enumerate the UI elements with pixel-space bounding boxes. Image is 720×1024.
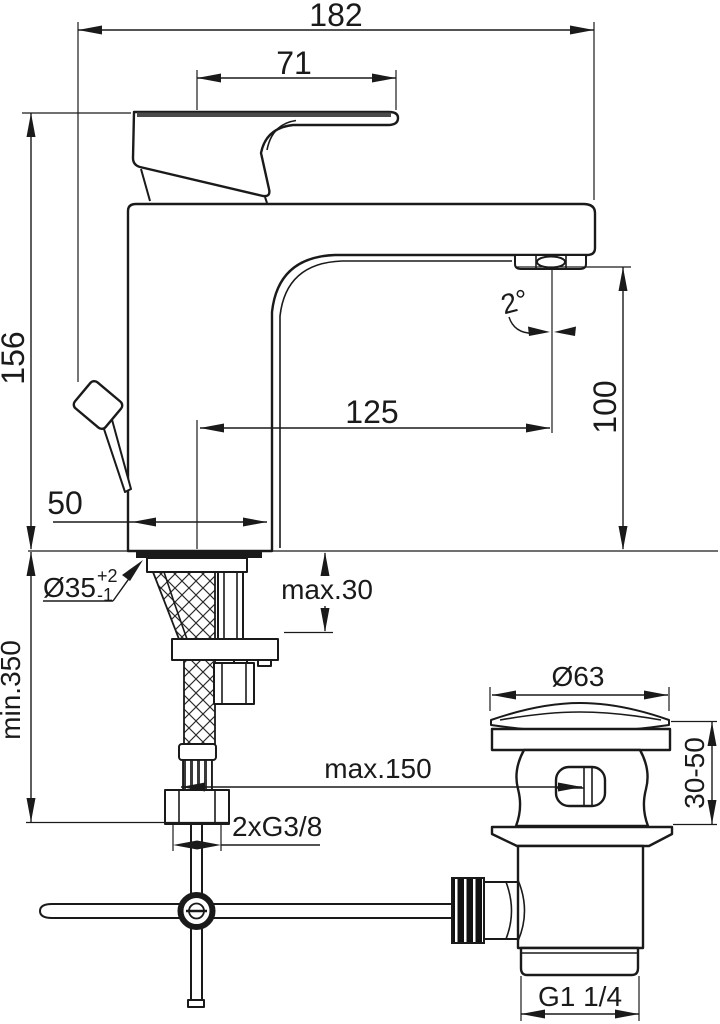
- waste-knurled-connector: [451, 877, 485, 944]
- handle-length-label: 71: [276, 45, 312, 81]
- handle-blade-inner-line: [266, 119, 297, 151]
- annotation-spout-angle: 2°: [498, 268, 576, 433]
- dimension-rod-reach: max.150: [181, 753, 582, 792]
- waste-tailpiece: [519, 946, 640, 977]
- waste-lower-body: [516, 844, 645, 950]
- mounting-hole-tol-lower: -1: [97, 585, 113, 605]
- mounting-stud: [217, 571, 244, 640]
- dimension-overall-height: 156: [0, 112, 131, 550]
- spout-height-label: 100: [587, 380, 623, 433]
- mounting-nut: [213, 662, 255, 705]
- annotation-mounting-hole: Ø35 +2 -1: [43, 560, 143, 605]
- dimension-hose-length: min.350: [0, 552, 228, 824]
- hose-collar: [178, 743, 217, 761]
- handle-neck-right: [264, 196, 268, 204]
- body-depth-label: 50: [47, 485, 83, 521]
- overall-width-label: 182: [309, 0, 362, 33]
- pop-up-knob: [72, 379, 124, 431]
- dimension-body-depth: 50: [47, 485, 267, 527]
- dimension-overall-width: 182: [77, 0, 595, 382]
- waste-outlet-thread-label: G1 1/4: [538, 981, 622, 1012]
- flange-notch-right: [257, 659, 272, 667]
- waste-flare-rim: [499, 711, 662, 721]
- handle-lever: [131, 110, 400, 198]
- spout-angle-label: 2°: [498, 283, 532, 320]
- handle-neck-left: [140, 168, 151, 202]
- deck-thickness-label: max.30: [281, 574, 373, 605]
- waste-flange-diameter-label: Ø63: [552, 661, 605, 692]
- dimension-supply-connection: 2xG3/8: [172, 811, 322, 851]
- dimension-handle-length: 71: [196, 45, 397, 110]
- dimension-spout-height: 100: [515, 266, 631, 550]
- mounting-hole-tol-upper: +2: [97, 566, 118, 586]
- hose-length-label: min.350: [0, 640, 26, 740]
- handle-top-strip: [137, 112, 391, 117]
- dimension-waste-outlet-thread: G1 1/4: [520, 976, 640, 1021]
- waste-upper-flange: [490, 727, 672, 752]
- overall-height-label: 156: [0, 331, 31, 384]
- faucet-body-inner-wall: [279, 260, 512, 548]
- aerator-outlet-oval: [536, 255, 566, 269]
- dimension-waste-flange-diameter: Ø63: [489, 661, 670, 711]
- hose-hex-fitting: [164, 789, 230, 825]
- spout-reach-label: 125: [345, 394, 398, 430]
- mounting-flange: [171, 638, 279, 661]
- pop-up-rod-horizontal: [39, 903, 455, 919]
- dimension-waste-height-range: 30-50: [671, 720, 717, 826]
- waste-connector-seam: [505, 881, 513, 940]
- dimension-deck-thickness: max.30: [281, 552, 373, 634]
- mounting-hole-label: Ø35: [43, 572, 96, 603]
- waste-connector-collar: [483, 881, 520, 940]
- waste-height-range-label: 30-50: [679, 737, 710, 809]
- faucet-body: [126, 202, 597, 553]
- pop-up-rod-end-cap: [187, 999, 205, 1008]
- waste-lower-flange: [490, 825, 674, 848]
- dimension-spout-reach: 125: [196, 394, 550, 549]
- supply-connection-label: 2xG3/8: [232, 811, 322, 842]
- mounting-gasket: [136, 552, 262, 558]
- waste-body-recess: [517, 879, 526, 942]
- mounting-shank: [146, 557, 248, 573]
- rod-reach-label: max.150: [324, 753, 431, 784]
